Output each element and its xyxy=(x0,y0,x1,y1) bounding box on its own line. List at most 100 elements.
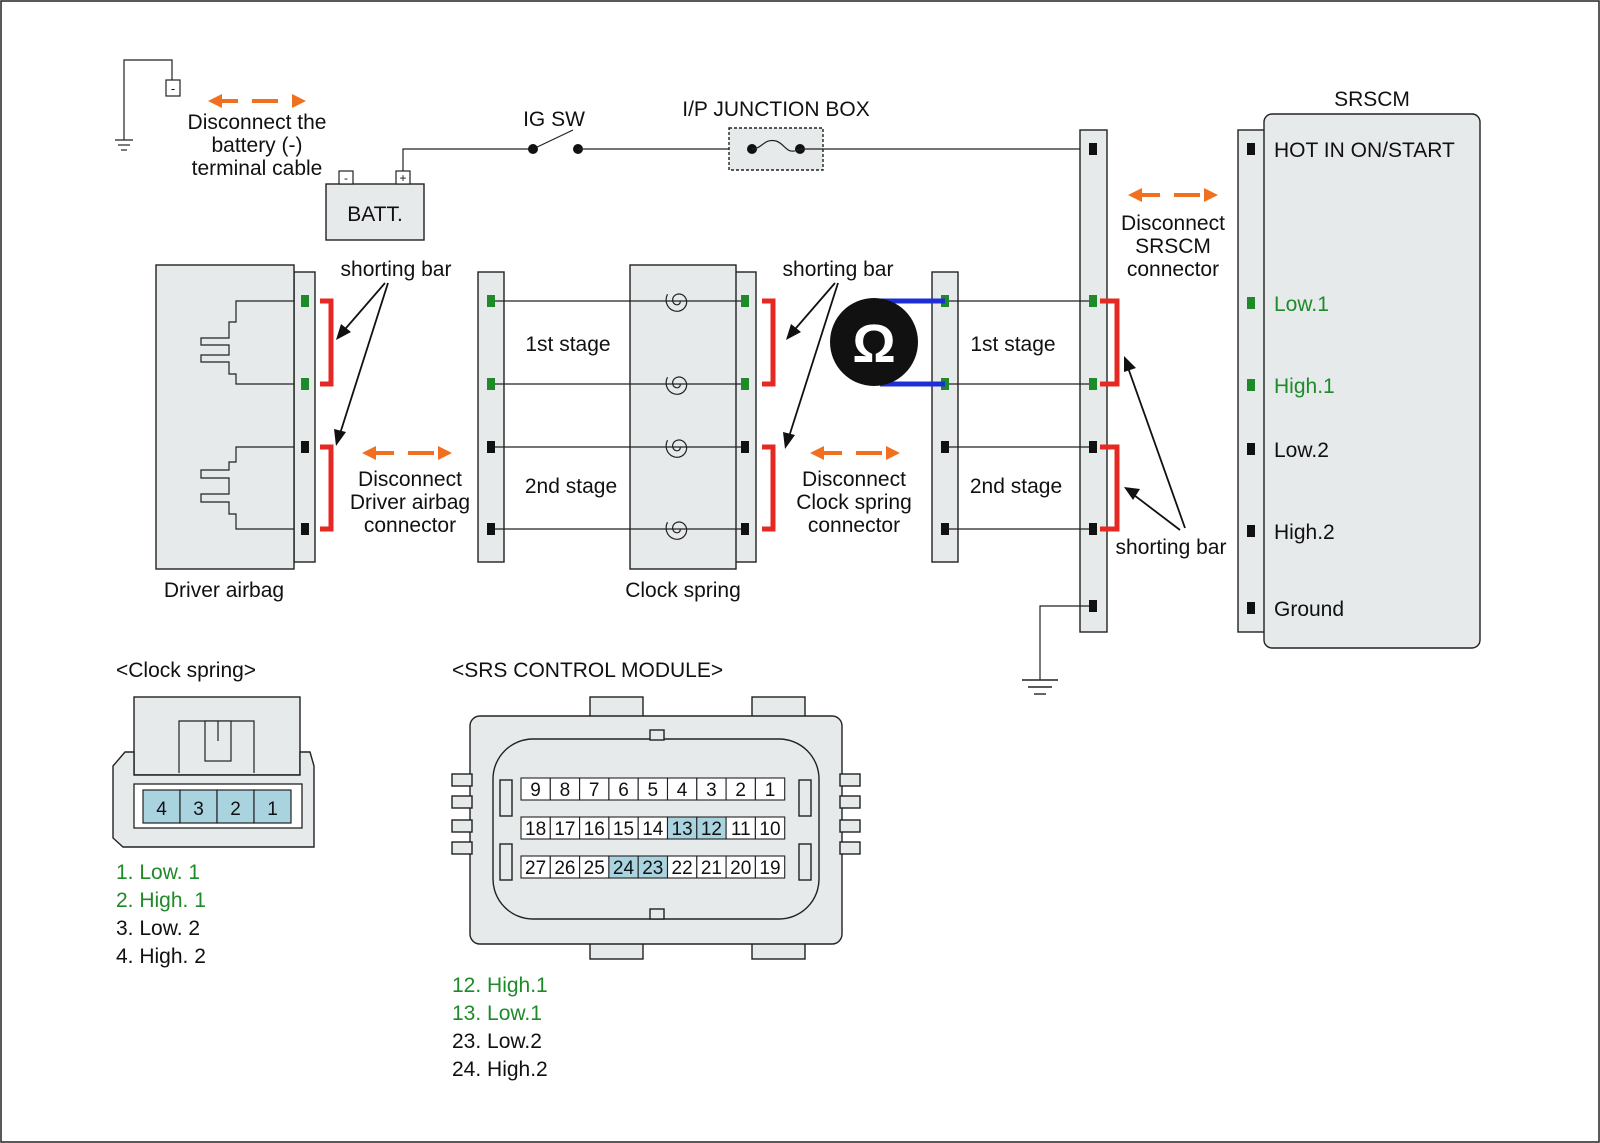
pin-terminal xyxy=(301,295,309,307)
srs-module-legend-item: 24. High.2 xyxy=(452,1058,548,1081)
pin-terminal xyxy=(301,441,309,453)
srs-module-pin-number: 3 xyxy=(706,780,717,801)
shorting-bar-clock-stage1 xyxy=(762,298,776,387)
clock-spring-legend-item: 2. High. 1 xyxy=(116,889,206,912)
srs-module-pin-number: 26 xyxy=(554,858,575,879)
shorting-bar-clock-stage2 xyxy=(762,444,776,532)
stage1-label-left: 1st stage xyxy=(525,333,610,356)
clock-spring-label: Clock spring xyxy=(625,579,741,602)
clock-spring-coil-4 xyxy=(665,521,688,540)
svg-text:+: + xyxy=(399,171,406,185)
srscm-pin xyxy=(1247,297,1255,309)
disconnect-driver-label-1: Disconnect xyxy=(358,468,462,491)
clock-spring-pin xyxy=(179,789,218,824)
pin-terminal xyxy=(487,441,495,453)
srscm-pin xyxy=(1247,525,1255,537)
srs-module-pin-number: 8 xyxy=(560,780,571,801)
disconnect-srscm-label-2: SRSCM xyxy=(1135,235,1211,258)
pin-terminal xyxy=(1089,441,1097,453)
stage1-label-right: 1st stage xyxy=(970,333,1055,356)
srs-module-pin-number: 25 xyxy=(584,858,605,879)
pin-terminal xyxy=(941,441,949,453)
disconnect-clock-label-3: connector xyxy=(808,514,900,537)
driver-airbag-harness-connector xyxy=(477,271,505,563)
clock-spring-connector-title: <Clock spring> xyxy=(116,659,256,682)
srscm-module xyxy=(1237,113,1481,649)
srscm-terminal-label: Ground xyxy=(1274,598,1344,621)
srscm-pin xyxy=(1247,143,1255,155)
srs-module-pin-number: 22 xyxy=(672,858,693,879)
clock-spring-pin-number: 4 xyxy=(156,799,167,820)
clock-spring-harness-connector xyxy=(931,271,959,563)
clock-spring-coil-1 xyxy=(665,293,688,312)
srs-module-legend-item: 23. Low.2 xyxy=(452,1030,542,1053)
pin-terminal xyxy=(741,378,749,390)
disconnect-clock-label-1: Disconnect xyxy=(802,468,906,491)
disconnect-srscm-label-3: connector xyxy=(1127,258,1219,281)
srs-module-legend-item: 13. Low.1 xyxy=(452,1002,542,1025)
junction-box-label: I/P JUNCTION BOX xyxy=(682,98,869,121)
pin-terminal xyxy=(1089,378,1097,390)
srs-module-pin-number: 12 xyxy=(701,819,722,840)
ground-wire xyxy=(1039,605,1093,680)
pin-terminal xyxy=(1089,523,1097,535)
srs-module-pin-number: 1 xyxy=(765,780,776,801)
srscm-pin xyxy=(1247,379,1255,391)
srs-module-connector-title: <SRS CONTROL MODULE> xyxy=(452,659,723,682)
disconnect-battery-label-2: battery (-) xyxy=(211,134,302,157)
disconnect-driver-label-2: Driver airbag xyxy=(350,491,470,514)
battery-feed-wire xyxy=(402,148,533,171)
srs-module-pin-number: 6 xyxy=(618,780,629,801)
clock-spring-pin-number: 2 xyxy=(230,799,241,820)
clock-spring-module xyxy=(629,264,757,570)
srs-module-pin-number: 18 xyxy=(525,819,546,840)
srs-module-pin-number: 4 xyxy=(677,780,688,801)
srs-module-pin-number: 17 xyxy=(554,819,575,840)
svg-text:-: - xyxy=(171,81,175,96)
stage2-label-left: 2nd stage xyxy=(525,475,617,498)
ohmmeter[interactable] xyxy=(830,298,918,386)
disconnect-battery-label-1: Disconnect the xyxy=(188,111,327,134)
srs-module-pin-legend: 12. High.113. Low.123. Low.224. High.2 xyxy=(452,974,548,1081)
disconnect-srscm-label-1: Disconnect xyxy=(1121,212,1225,235)
srs-module-pin-number: 11 xyxy=(731,819,751,840)
srs-module-pin-number: 21 xyxy=(701,858,722,879)
clock-spring-legend-item: 3. Low. 2 xyxy=(116,917,200,940)
srs-module-pin-number: 7 xyxy=(589,780,600,801)
clock-spring-pin-legend: 1. Low. 12. High. 13. Low. 24. High. 2 xyxy=(116,861,206,968)
shorting-bar-label-srscm: shorting bar xyxy=(1116,536,1227,559)
clock-spring-coil-2 xyxy=(665,376,688,395)
srs-module-pin-number: 10 xyxy=(759,819,780,840)
ohm-symbol: Ω xyxy=(852,314,895,374)
srscm-terminal-label: HOT IN ON/START xyxy=(1274,139,1455,162)
srs-module-pin-number: 5 xyxy=(648,780,659,801)
srs-module-pin-number: 23 xyxy=(642,858,663,879)
srs-module-pin-number: 15 xyxy=(613,819,634,840)
srs-module-pin xyxy=(754,777,786,801)
srs-module-pin-number: 14 xyxy=(642,819,664,840)
stage2-label-right: 2nd stage xyxy=(970,475,1062,498)
srscm-terminal-label: Low.2 xyxy=(1274,439,1329,462)
driver-airbag-module xyxy=(155,264,316,570)
pin-terminal xyxy=(301,378,309,390)
srs-module-pin-number: 24 xyxy=(613,858,635,879)
srs-module-pin-number: 9 xyxy=(530,780,541,801)
pin-terminal xyxy=(487,378,495,390)
clock-spring-pin-number: 1 xyxy=(267,799,278,820)
pin-terminal xyxy=(741,441,749,453)
svg-text:-: - xyxy=(344,171,348,185)
clock-spring-coil-3 xyxy=(665,439,688,458)
pin-terminal xyxy=(487,295,495,307)
srscm-terminal-label: Low.1 xyxy=(1274,293,1329,316)
battery: - + BATT. xyxy=(325,170,425,241)
ig-switch-contact-a xyxy=(528,144,538,154)
srs-module-pin xyxy=(754,855,786,879)
srs-module-pin-number: 20 xyxy=(730,858,751,879)
srscm-terminal-label: High.1 xyxy=(1274,375,1335,398)
disconnect-clock-label-2: Clock spring xyxy=(796,491,912,514)
shorting-bar-srscm-stage1 xyxy=(1100,298,1120,387)
shorting-bar-label-clock: shorting bar xyxy=(783,258,894,281)
srs-module-pin xyxy=(754,816,786,840)
